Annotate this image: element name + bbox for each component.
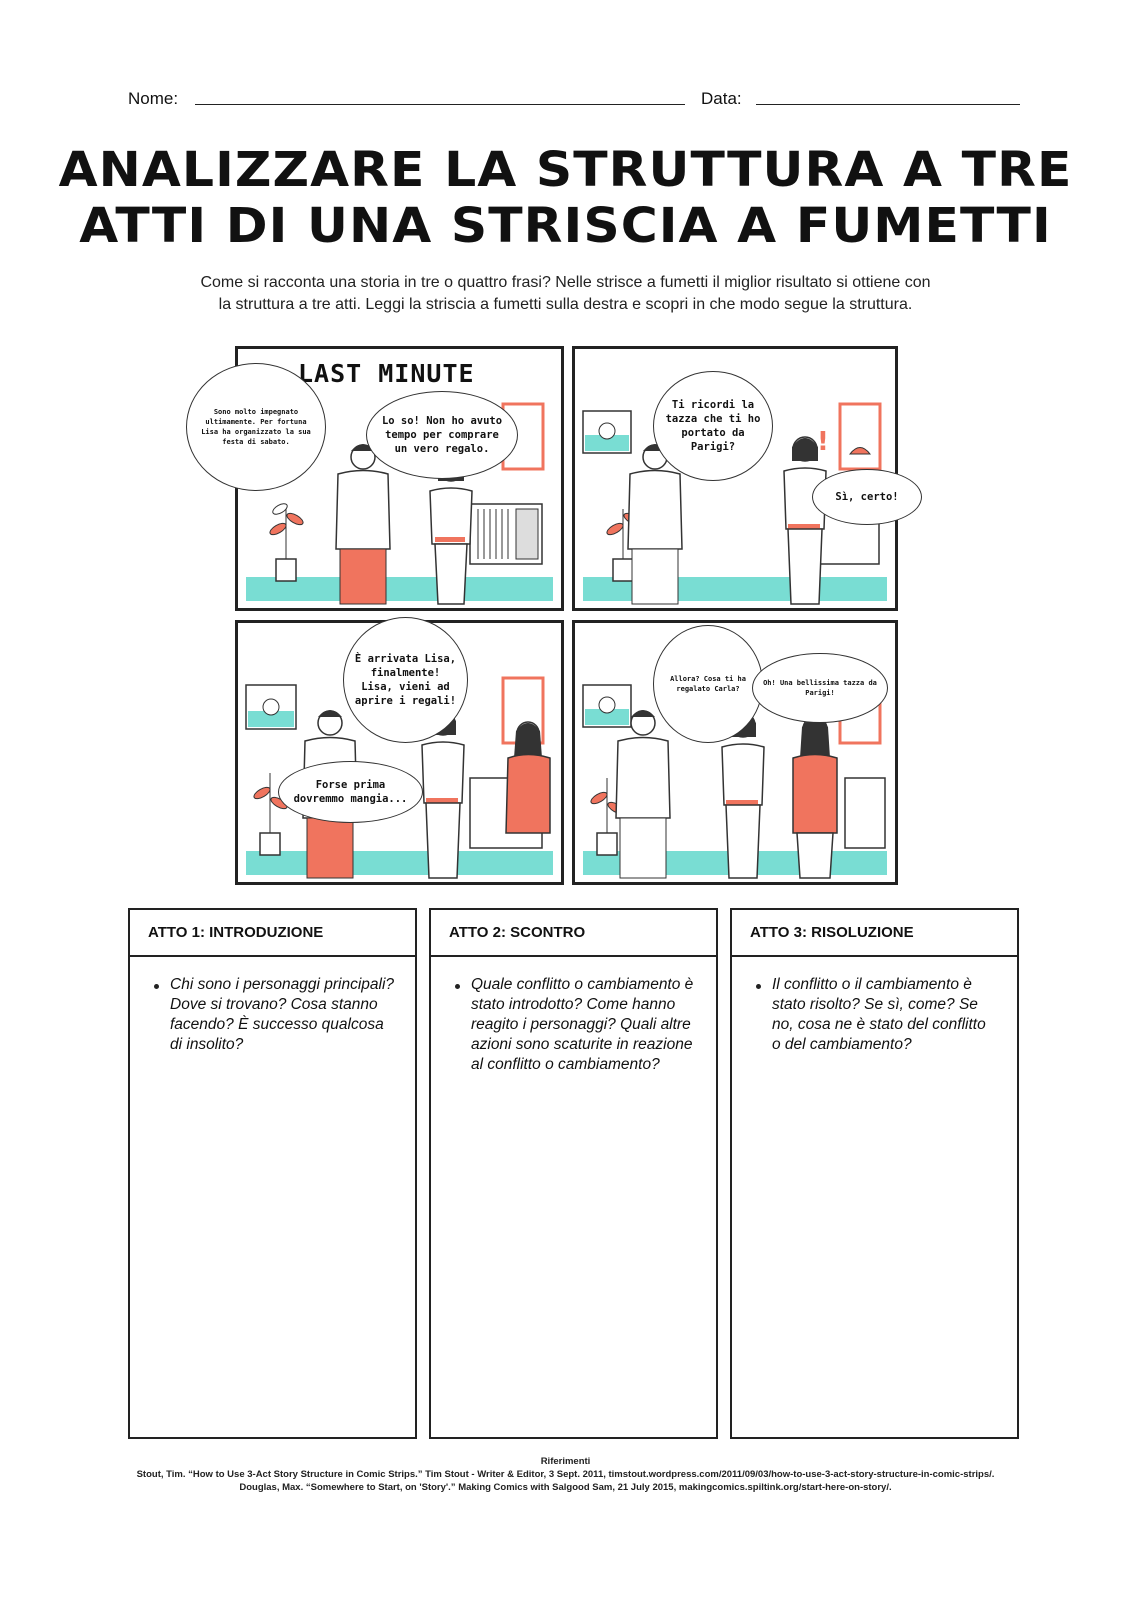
act-prompt-text: Il conflitto o il cambiamento è stato ri… [772,976,986,1053]
man-pants [339,548,387,605]
title-line-1: Analizzare la struttura a tre [58,142,1073,198]
references-heading: Riferimenti [540,1456,591,1467]
strip-title: LAST MINUTE [298,359,475,388]
name-field[interactable] [195,104,685,105]
man-shirt [335,469,391,550]
speech-bubble: Ti ricordi la tazza che ti ho portato da… [653,371,773,481]
act-box-1: ATTO 1: INTRODUZIONE Chi sono i personag… [128,908,417,1439]
act-heading: ATTO 2: SCONTRO [431,910,716,957]
act-prompt-text: Chi sono i personaggi principali? Dove s… [170,976,395,1053]
plant-pot [275,558,297,582]
intro-text: Come si racconta una storia in tre o qua… [150,272,981,316]
panel-4-scene [582,676,887,879]
speech-bubble: Sono molto impegnato ultimamente. Per fo… [186,363,326,491]
act-heading: ATTO 1: INTRODUZIONE [130,910,415,957]
bullet-icon [154,984,159,989]
speech-bubble: Allora? Cosa ti ha regalato Carla? [653,625,763,743]
act-box-2: ATTO 2: SCONTRO Quale conflitto o cambia… [429,908,718,1439]
floor-strip [246,577,553,601]
comic-panel-3: È arrivata Lisa, finalmente! Lisa, vieni… [235,617,564,885]
speech-bubble: Lo so! Non ho avuto tempo per comprare u… [366,391,518,479]
intro-line-2: la struttura a tre atti. Leggi la strisc… [218,296,913,313]
bullet-icon [455,984,460,989]
act-heading: ATTO 3: RISOLUZIONE [732,910,1017,957]
act-prompt: Il conflitto o il cambiamento è stato ri… [732,957,1017,1055]
speech-bubble: Sì, certo! [812,469,922,525]
date-label: Data: [701,89,742,108]
comic-panel-2: ! Ti ricordi la tazza che ti ho portato … [572,346,922,611]
panel-2-scene [582,402,887,605]
act-prompt: Chi sono i personaggi principali? Dove s… [130,957,415,1055]
comic-panel-1: LAST MINUTE Sono molto impegnato ultimam… [186,346,564,611]
act-prompt: Quale conflitto o cambiamento è stato in… [431,957,716,1075]
title-line-2: atti di una striscia a fumetti [79,198,1052,254]
speech-bubble: Forse prima dovremmo mangia... [278,761,423,823]
name-label: Nome: [128,89,179,108]
bullet-icon [756,984,761,989]
date-field[interactable] [756,104,1020,105]
speech-bubble: È arrivata Lisa, finalmente! Lisa, vieni… [343,617,468,743]
act-prompt-text: Quale conflitto o cambiamento è stato in… [471,976,694,1073]
page-title: Analizzare la struttura a tre atti di un… [35,142,1097,254]
act-box-3: ATTO 3: RISOLUZIONE Il conflitto o il ca… [730,908,1019,1439]
intro-line-1: Come si racconta una storia in tre o qua… [200,274,931,291]
reference-item: Douglas, Max. “Somewhere to Start, on 'S… [239,1482,892,1493]
exclamation-icon: ! [817,427,829,457]
reference-item: Stout, Tim. “How to Use 3-Act Story Stru… [136,1469,995,1480]
comic-panel-4: Allora? Cosa ti ha regalato Carla? Oh! U… [572,620,898,885]
references: Riferimenti Stout, Tim. “How to Use 3-Ac… [40,1455,1091,1494]
speech-bubble: Oh! Una bellissima tazza da Parigi! [752,653,888,723]
